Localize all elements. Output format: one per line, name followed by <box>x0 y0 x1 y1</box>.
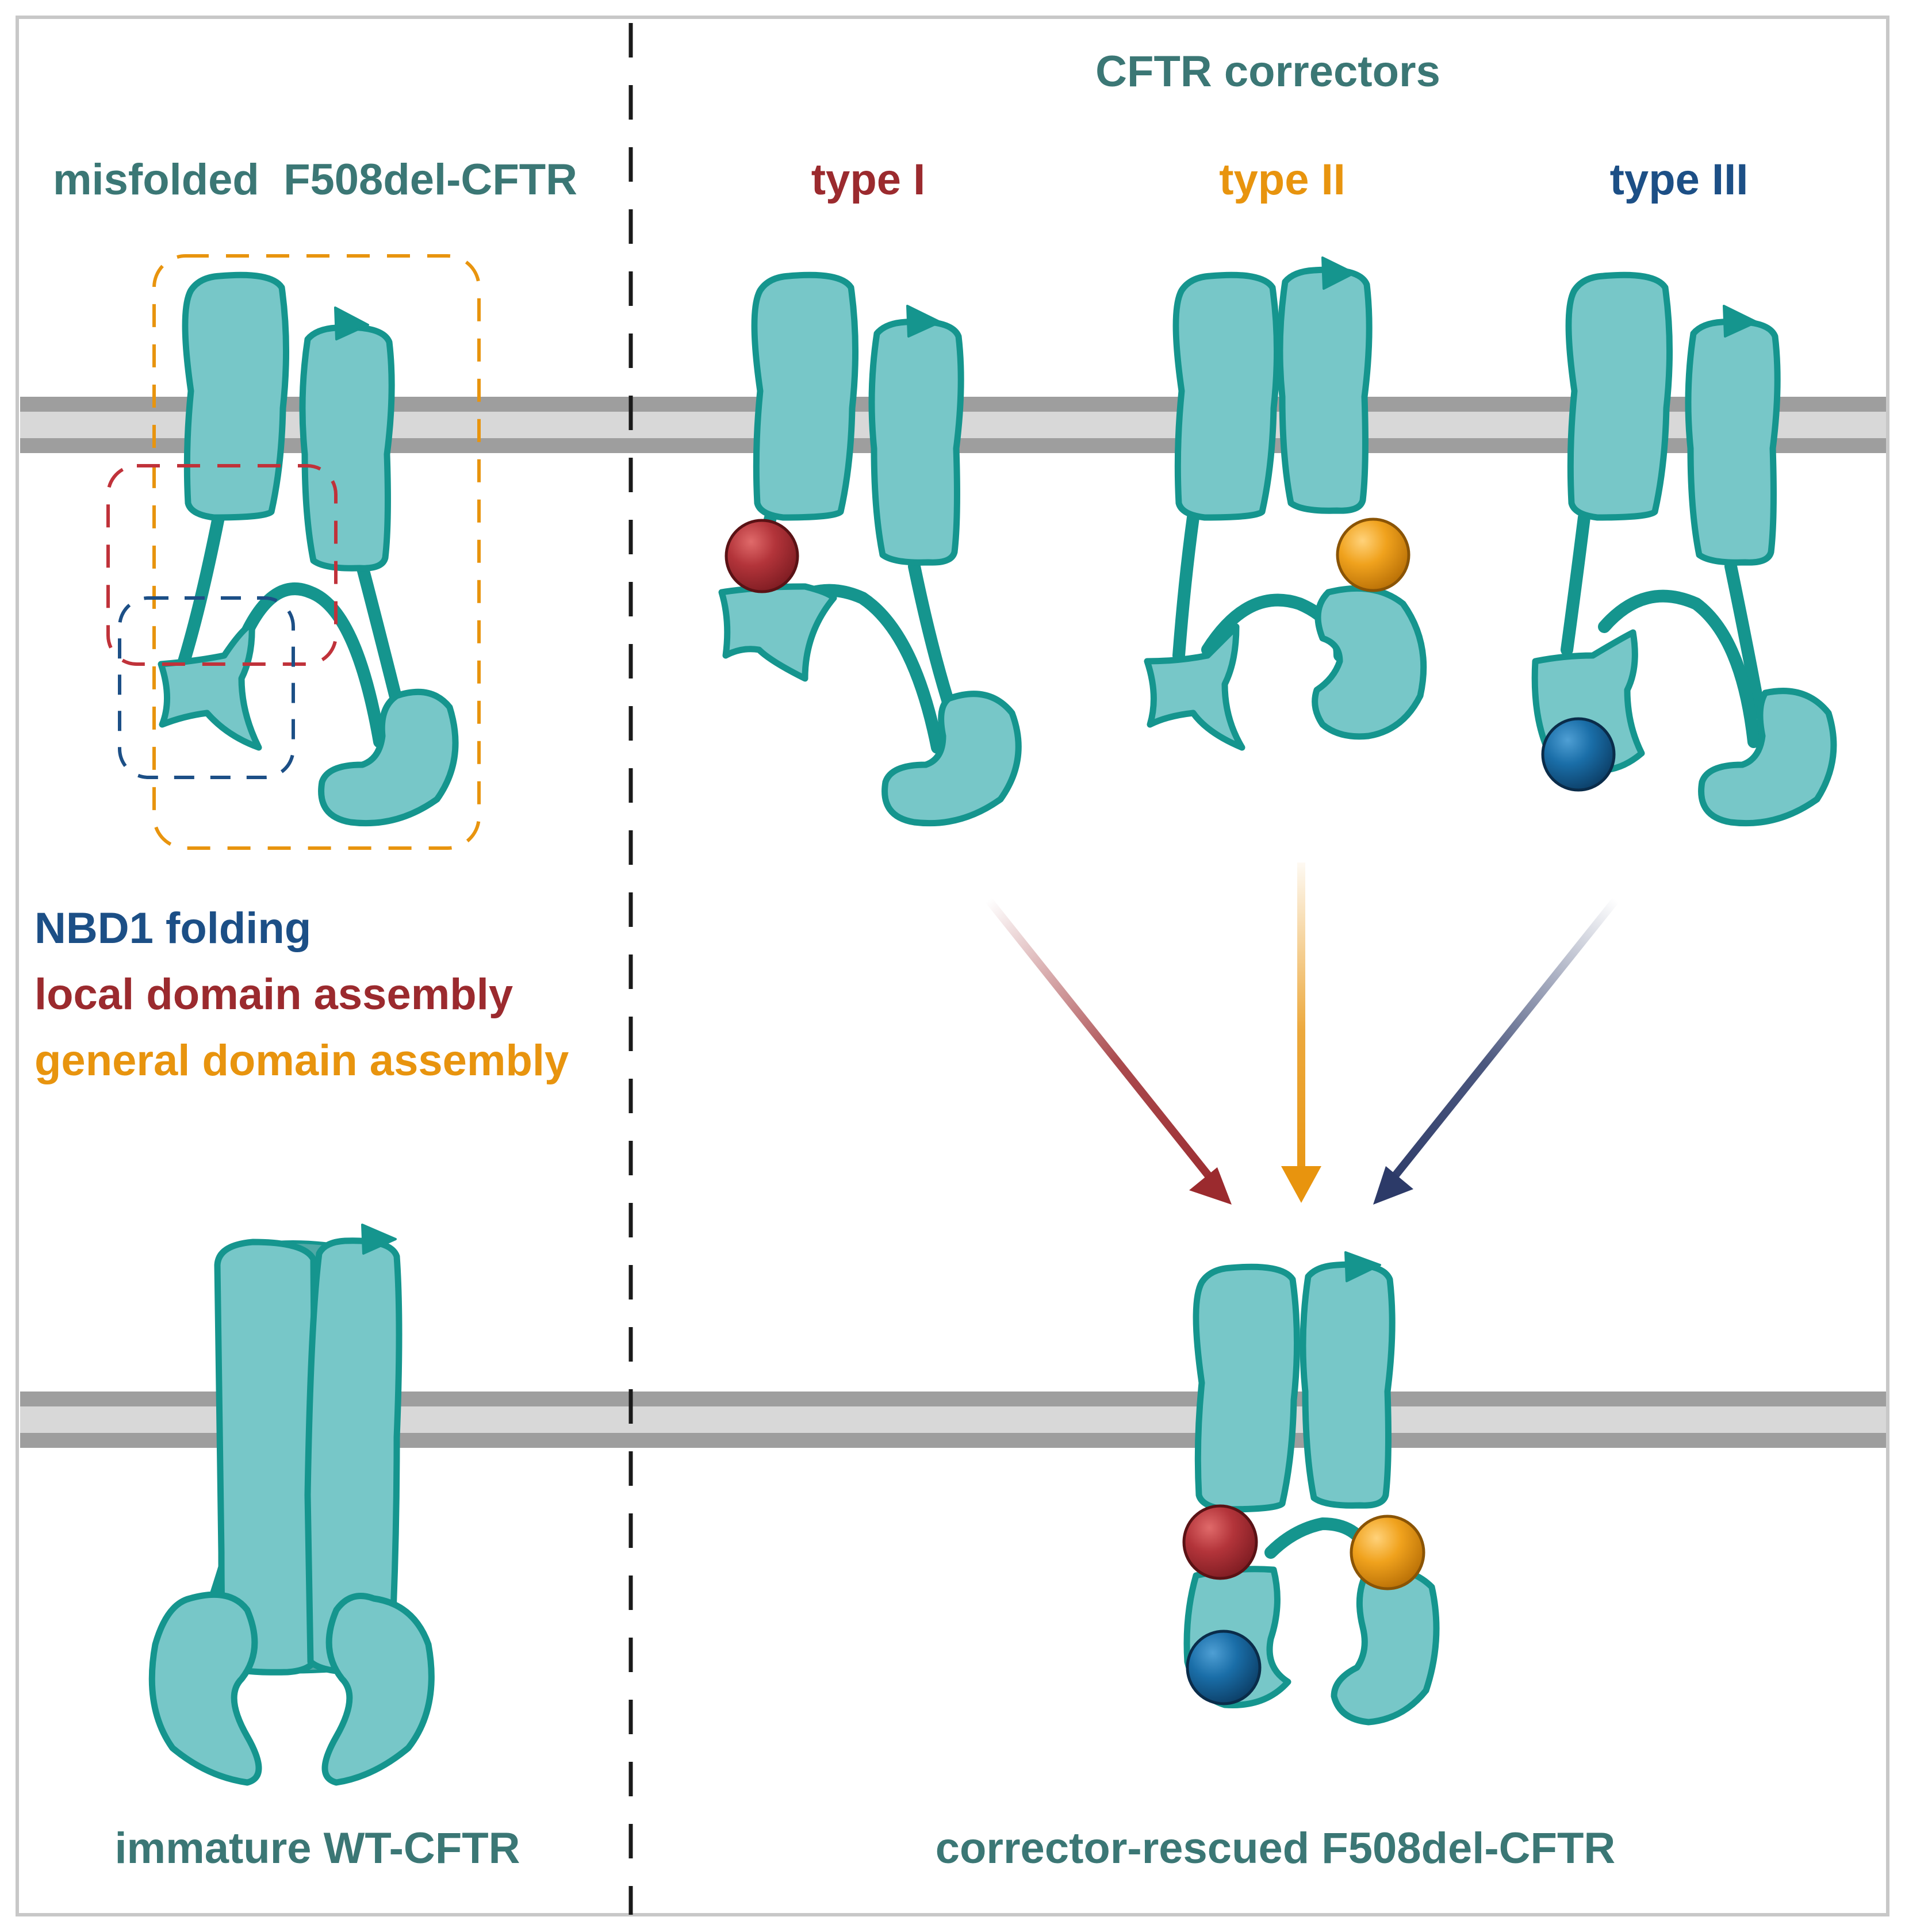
legend-general-assembly: general domain assembly <box>35 1036 569 1085</box>
type3-cftr-protein <box>1531 275 1837 827</box>
type1-corrector-red-icon <box>725 519 799 593</box>
correctors-title: CFTR correctors <box>1095 47 1440 96</box>
rescued-title: corrector-rescued F508del-CFTR <box>936 1824 1616 1873</box>
type2-corrector-orange-icon <box>1336 518 1410 592</box>
rescued-corrector-orange-icon <box>1350 1515 1425 1590</box>
general-assembly-box <box>152 254 481 850</box>
type3-label: type III <box>1610 155 1749 204</box>
type1-label: type I <box>811 155 926 204</box>
type2-label: type II <box>1219 155 1346 204</box>
rescued-corrector-red-icon <box>1182 1504 1258 1580</box>
immature-title: immature WT-CFTR <box>114 1824 520 1873</box>
local-assembly-box <box>106 464 338 666</box>
immature-wt-cftr-protein <box>148 1224 435 1786</box>
legend-nbd1-folding: NBD1 folding <box>35 904 311 953</box>
rescued-corrector-blue-icon <box>1186 1630 1262 1705</box>
type2-cftr-protein <box>1144 256 1427 751</box>
convergence-arrows <box>985 862 1619 1205</box>
misfolded-title: misfolded F508del-CFTR <box>53 155 577 204</box>
type3-corrector-blue-icon <box>1541 717 1616 792</box>
legend-local-assembly: local domain assembly <box>35 970 513 1019</box>
nbd1-folding-box <box>118 596 295 779</box>
misfolded-cftr-protein <box>158 275 459 827</box>
